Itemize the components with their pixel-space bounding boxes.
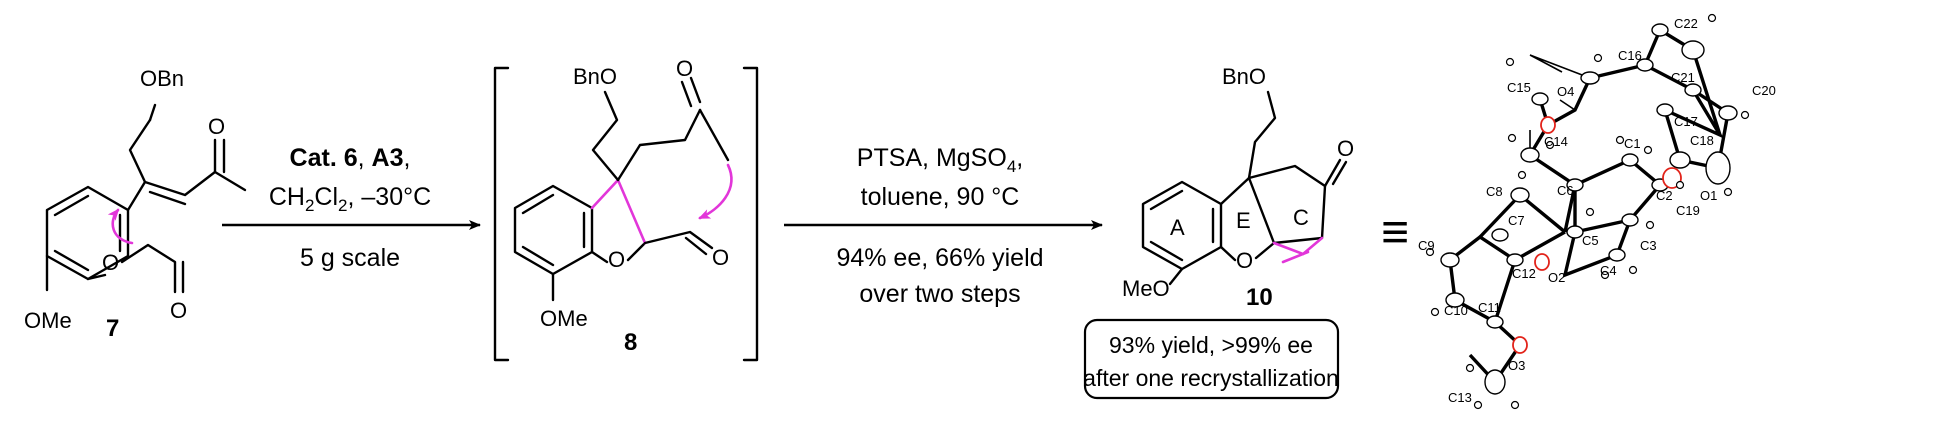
ether-oxygen-7: O (102, 250, 119, 275)
step2-line4: over two steps (859, 280, 1020, 308)
step-2: PTSA, MgSO4, toluene, 90 °C 94% ee, 66% … (784, 144, 1103, 308)
equivalence-symbol: ≡ (1381, 206, 1409, 259)
step-1: Cat. 6, A3, CH2Cl2, –30°C 5 g scale (222, 144, 481, 272)
atom-c11 (1486, 315, 1504, 329)
label-c9: C9 (1418, 238, 1435, 253)
label-c7: C7 (1508, 213, 1525, 228)
bracket-left (493, 66, 510, 362)
atom-o2 (1534, 253, 1550, 271)
step2-line1: PTSA, MgSO4, (857, 144, 1023, 176)
atom-o3 (1512, 336, 1528, 354)
label-c22: C22 (1674, 16, 1698, 31)
label-c4: C4 (1600, 263, 1617, 278)
crystal-structure: C22 C16 C20 C15 O4 C21 C14 C1 C17 C18 C6… (1418, 13, 1776, 410)
yield-box-line2: after one recrystallization (1083, 365, 1339, 391)
atom-c3 (1621, 213, 1639, 227)
yield-box (1083, 318, 1340, 400)
label-c8: C8 (1486, 184, 1503, 199)
label-c12: C12 (1512, 266, 1536, 281)
atom-c7 (1491, 228, 1509, 242)
aldehyde-o-8: O (712, 245, 729, 270)
atom-c5 (1566, 225, 1584, 239)
label-c3: C3 (1640, 238, 1657, 253)
label-c17: C17 (1674, 114, 1698, 129)
label-c11: C11 (1478, 300, 1501, 315)
label-c13: C13 (1448, 390, 1472, 405)
label-c21: C21 (1671, 70, 1695, 85)
ketone-o-7: O (208, 114, 225, 139)
atom-c22b (1681, 40, 1705, 60)
atom-c18 (1705, 151, 1731, 185)
atom-c14 (1520, 147, 1540, 163)
ring-e-label: E (1236, 208, 1251, 233)
atom-c21 (1684, 83, 1702, 97)
compound-10: A MeO O E C O BnO 10 93% yield, >99% ee … (1083, 64, 1354, 400)
step1-conditions-line2: CH2Cl2, –30°C (269, 183, 431, 215)
atom-c19 (1669, 151, 1691, 169)
label-o1: O1 (1700, 188, 1717, 203)
label-c19: C19 (1676, 203, 1700, 218)
ring-oxygen-10: O (1236, 248, 1253, 273)
compound-label-10: 10 (1246, 284, 1273, 311)
label-c5: C5 (1582, 233, 1599, 248)
label-o2: O2 (1548, 270, 1565, 285)
label-o3: O3 (1508, 358, 1525, 373)
atom-c16 (1636, 58, 1654, 72)
compound-label-7: 7 (106, 315, 119, 342)
atom-c17 (1656, 103, 1674, 117)
atom-c10 (1445, 292, 1465, 308)
methoxy-label-8: OMe (540, 306, 588, 331)
bno-label-8: BnO (573, 64, 617, 89)
atom-c4 (1608, 248, 1626, 262)
obn-label-7: OBn (140, 66, 184, 91)
ring-a-label: A (1170, 215, 1185, 240)
aldehyde-o-7: O (170, 298, 187, 323)
atom-c20 (1718, 105, 1738, 121)
atom-c9 (1440, 252, 1460, 268)
label-c14: C14 (1544, 134, 1568, 149)
label-c15: C15 (1507, 80, 1531, 95)
label-c6: C6 (1557, 183, 1574, 198)
compound-7: OMe O O OBn O 7 (24, 66, 247, 342)
ring-oxygen-8: O (608, 247, 625, 272)
atom-c8 (1510, 187, 1530, 203)
label-o4: O4 (1557, 84, 1574, 99)
methoxy-label-7: OMe (24, 308, 72, 333)
yield-box-line1: 93% yield, >99% ee (1109, 332, 1313, 358)
atom-c13 (1484, 369, 1506, 395)
atom-c6 (1566, 178, 1584, 192)
atom-c12 (1506, 253, 1524, 267)
atom-c15 (1531, 92, 1549, 106)
bracket-right (742, 66, 759, 362)
enone-o-10: O (1337, 136, 1354, 161)
label-c1: C1 (1624, 136, 1641, 151)
atom-o4 (1540, 116, 1556, 134)
ketone-o-8: O (676, 56, 693, 81)
label-c10: C10 (1444, 303, 1468, 318)
intermediate-8: OMe O BnO O O 8 (493, 56, 759, 362)
label-c20: C20 (1752, 83, 1776, 98)
atom-c16b (1580, 71, 1600, 85)
label-c16: C16 (1618, 48, 1642, 63)
step2-line2: toluene, 90 °C (861, 183, 1020, 211)
ring-c-label: C (1293, 205, 1309, 230)
compound-label-8: 8 (624, 329, 637, 356)
atom-c22 (1651, 23, 1669, 37)
step1-scale: 5 g scale (300, 244, 400, 272)
methoxy-label-10: MeO (1122, 276, 1170, 301)
label-c2: C2 (1656, 188, 1673, 203)
step1-conditions-line1: Cat. 6, A3, (290, 144, 411, 172)
bno-label-10: BnO (1222, 64, 1266, 89)
step2-line3: 94% ee, 66% yield (836, 244, 1043, 272)
label-c18: C18 (1690, 133, 1714, 148)
atom-c1 (1621, 153, 1639, 167)
